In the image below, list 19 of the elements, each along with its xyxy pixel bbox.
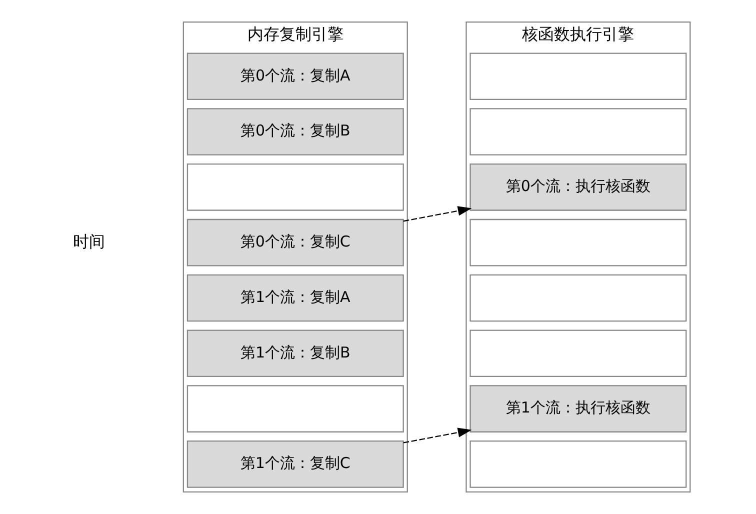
node-box: 第0个流：执行核函数 xyxy=(469,164,686,211)
node-box: 第0个流：复制B xyxy=(186,108,404,156)
node-box xyxy=(186,385,404,432)
arrow xyxy=(402,428,472,444)
node-box xyxy=(186,164,404,211)
node-box: 第1个流：复制B xyxy=(186,330,404,378)
node-box xyxy=(469,52,686,100)
node-box: 第1个流：执行核函数 xyxy=(469,385,686,432)
node-box xyxy=(469,330,686,378)
label: 时间 xyxy=(72,232,104,251)
node-box xyxy=(469,274,686,322)
node-box: 第0个流：复制C xyxy=(186,218,404,266)
node-box xyxy=(469,108,686,156)
node-box: 第1个流：复制C xyxy=(186,440,404,488)
node-box: 第1个流：复制A xyxy=(186,274,404,322)
arrow xyxy=(402,206,472,222)
node-box xyxy=(469,440,686,488)
node-box xyxy=(469,218,686,266)
node-box: 第0个流：复制A xyxy=(186,52,404,100)
